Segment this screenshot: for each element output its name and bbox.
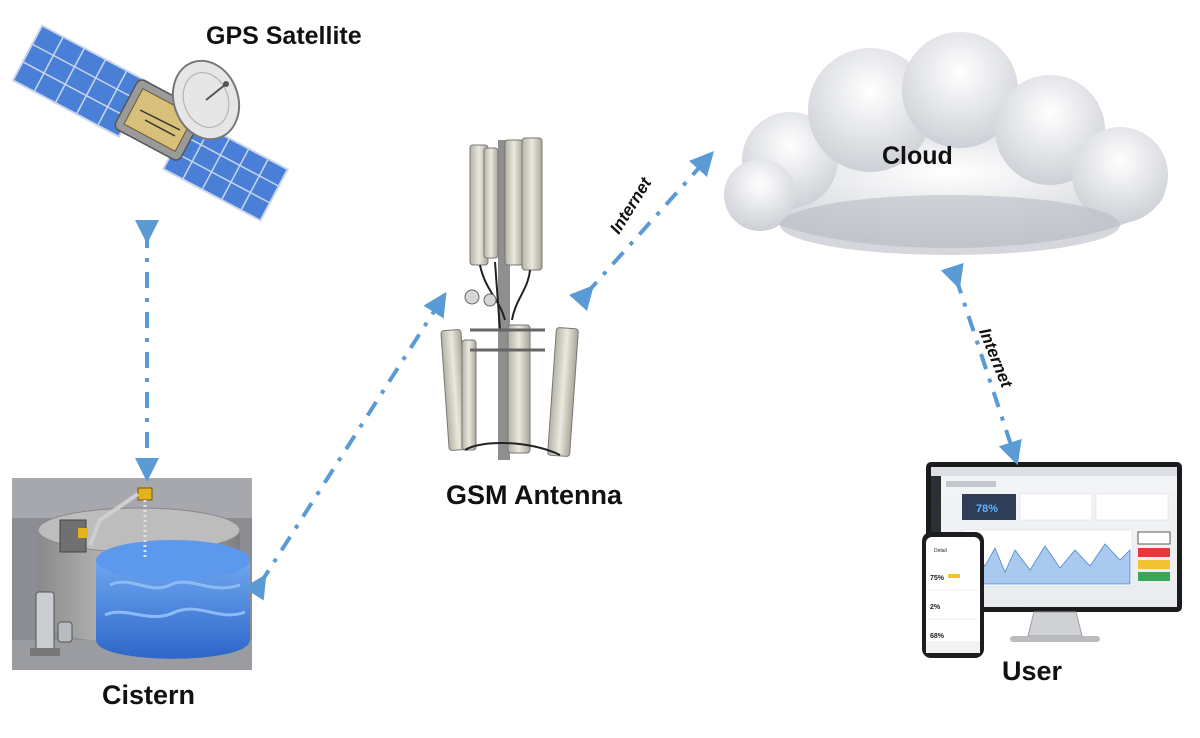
phone-value-3: 68%	[930, 633, 945, 640]
satellite-illustration	[11, 24, 289, 222]
antenna-illustration	[440, 137, 579, 460]
phone-screen	[926, 537, 980, 653]
phone-value-2: 2%	[930, 604, 941, 611]
arrow-cistern-antenna	[243, 291, 447, 601]
cistern-label: Cistern	[102, 680, 196, 710]
user-label: User	[1002, 656, 1063, 686]
phone-value-1: 75%	[930, 575, 945, 582]
arrow-antenna-cloud	[569, 151, 715, 311]
dashboard-gauge-value: 78%	[976, 503, 998, 515]
satellite-label: GPS Satellite	[206, 22, 362, 50]
antenna-label: GSM Antenna	[446, 480, 623, 510]
arrow-cloud-user	[940, 262, 1022, 466]
dashboard-gauge-card	[962, 494, 1016, 520]
solar-panel-left	[11, 24, 150, 139]
user-devices-illustration: 78% Detail 75% 2% 68%	[922, 462, 1182, 658]
cistern-illustration	[12, 478, 252, 670]
connectors	[135, 151, 1022, 601]
phone: Detail 75% 2% 68%	[922, 532, 984, 658]
cloud-label: Cloud	[882, 142, 953, 170]
phone-title: Detail	[934, 548, 947, 554]
satellite-dish	[171, 59, 241, 141]
cloud-illustration	[724, 32, 1168, 255]
